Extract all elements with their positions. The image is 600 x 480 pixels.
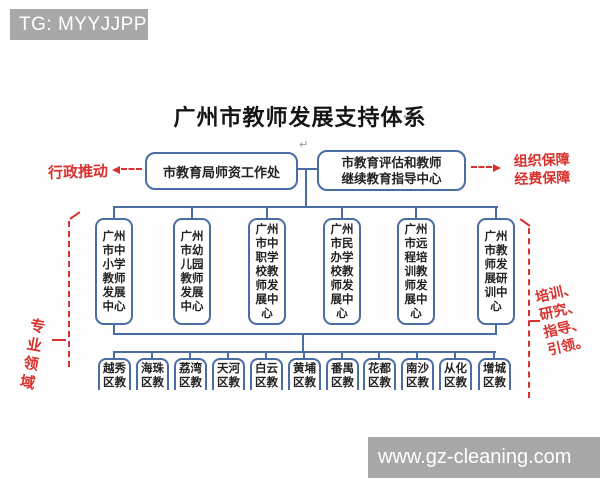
district-box-liwan: 荔湾 区教 [174,358,207,390]
connector [302,333,304,353]
left-bracket-hook [69,211,81,220]
org-box-evaluation-guidance-center: 市教育评估和教师 继续教育指导中心 [317,150,466,191]
connector [113,324,115,335]
left-bracket-tick [52,339,66,341]
district-box-panyu: 番禺 区教 [326,358,359,390]
connector [341,351,343,359]
connector-bus-1 [113,206,498,208]
district-box-zengcheng: 增城 区教 [478,358,511,390]
connector [265,351,267,359]
connector [151,351,153,359]
connector [303,351,305,359]
connector [415,206,417,219]
arrow-left-icon [112,166,120,174]
label-training-research-guidance: 培训、 研究、 指导、 引领。 [533,280,591,358]
right-bracket-tick [530,320,540,322]
connector [495,324,497,335]
connector [495,206,497,219]
dashed-line-left [121,168,142,170]
connector [189,351,191,359]
page-title: 广州市教师发展支持体系 [173,105,427,130]
connector [266,206,268,219]
connector [113,351,115,359]
label-administrative-push: 行政推动 [47,162,109,183]
district-box-tianhe: 天河 区教 [212,358,245,390]
district-box-huangpu: 黄埔 区教 [288,358,321,390]
connector [341,206,343,219]
label-organization-funding-guarantee: 组织保障 经费保障 [513,151,571,187]
left-dashed-bracket [68,221,70,367]
district-box-haizhu: 海珠 区教 [136,358,169,390]
paragraph-mark-icon: ↵ [403,111,413,123]
right-dashed-bracket [528,228,530,398]
paragraph-mark-icon: ↵ [299,139,309,151]
connector [227,351,229,359]
connector [378,351,380,359]
label-professional-field: 专业领域 [18,317,47,393]
connector [191,206,193,219]
connector [416,351,418,359]
district-box-huadu: 花都 区教 [363,358,396,390]
connector [454,351,456,359]
tg-badge: TG: MYYJJPP [10,9,148,40]
connector [113,206,115,219]
center-box-private-school: 广州 市民 办学 校教 师发 展中 心 [323,218,361,325]
org-box-bureau-teacher-division: 市教育局师资工作处 [145,152,298,190]
center-box-distance-training: 广州 市远 程培 训教 师发 展中 心 [397,218,435,325]
district-box-conghua: 从化 区教 [439,358,472,390]
center-box-vocational: 广州 市中 职学 校教 师发 展中 心 [248,218,286,325]
right-bracket-hook [519,218,531,227]
arrow-right-icon [493,164,501,172]
connector [493,351,495,359]
center-box-kindergarten: 广州 市幼 儿园 教师 发展 中心 [173,218,211,325]
center-box-research-training: 广州 市教 师发 展研 训中 心 [477,218,515,325]
district-box-baiyun: 白云 区教 [250,358,283,390]
district-box-yuexiu: 越秀 区教 [98,358,131,390]
connector [113,333,497,335]
center-box-primary-secondary: 广州 市中 小学 教师 发展 中心 [95,218,133,325]
watermark-url: www.gz-cleaning.com [368,437,600,478]
connector [297,168,317,170]
district-box-nansha: 南沙 区教 [401,358,434,390]
dashed-line-right [471,166,492,168]
connector [305,168,307,208]
